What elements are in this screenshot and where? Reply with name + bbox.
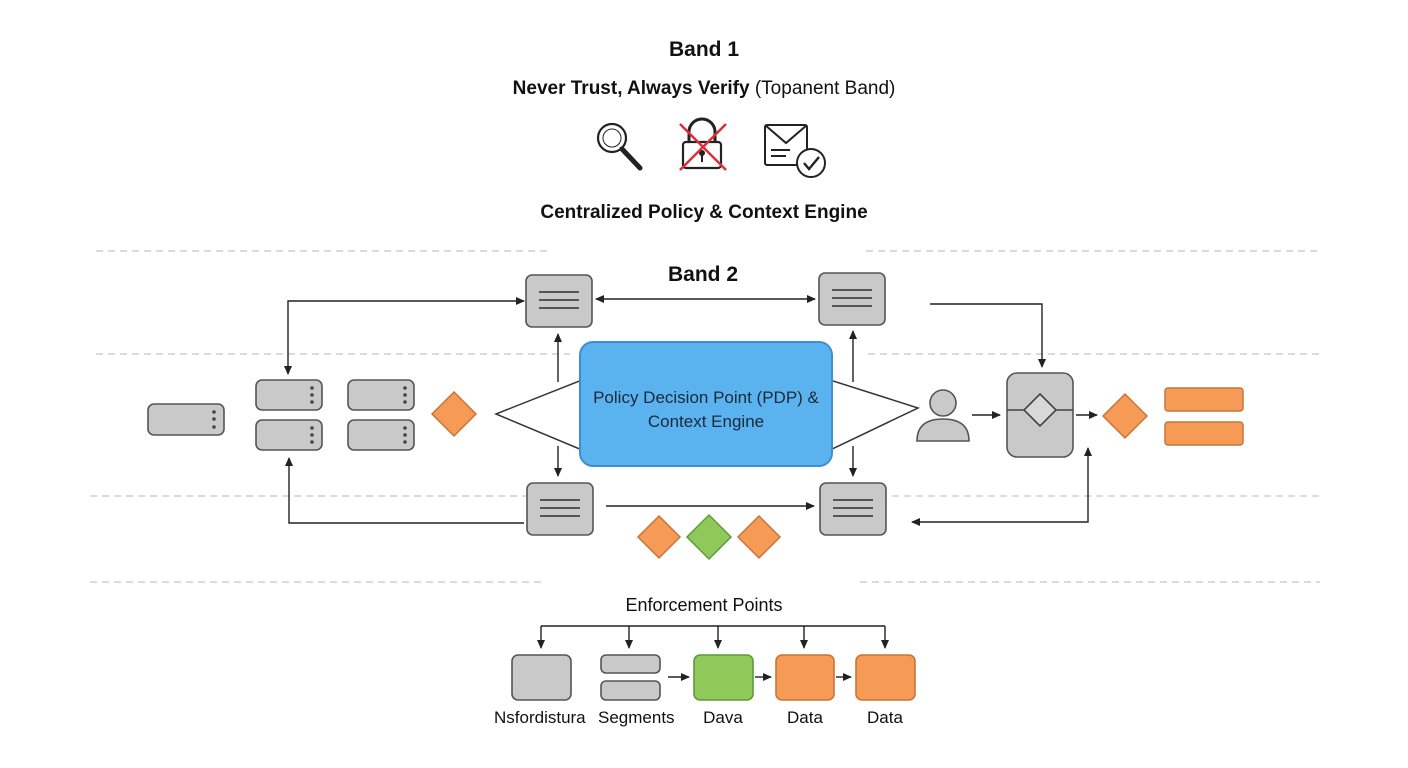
enforcement-point-green[interactable] xyxy=(693,654,754,701)
server-stack-a[interactable] xyxy=(255,379,323,451)
policy-node-top-left[interactable] xyxy=(525,274,593,328)
orange-diamond-left xyxy=(430,390,478,438)
resource-bar-top[interactable] xyxy=(1164,387,1244,412)
engine-heading: Centralized Policy & Context Engine xyxy=(540,202,868,223)
enforcement-label: Data xyxy=(787,708,823,727)
enforcement-label: Data xyxy=(867,708,903,727)
band1-subtitle-rest: (Topanent Band) xyxy=(749,78,896,99)
user-icon[interactable] xyxy=(916,389,970,442)
enforcement-label: Nsfordistura xyxy=(494,708,586,727)
pdp-right-wedge xyxy=(829,378,921,452)
policy-node-bottom-right[interactable] xyxy=(819,482,887,536)
green-diamond-mid xyxy=(685,513,733,561)
connector-bottom-left xyxy=(285,457,524,524)
server-stack-b[interactable] xyxy=(347,379,415,451)
verified-document-icon xyxy=(764,124,826,178)
band2-title: Band 2 xyxy=(667,263,738,286)
enforcement-label: Dava xyxy=(703,708,743,727)
band2-connectors xyxy=(284,295,1098,526)
resource-bar-bottom[interactable] xyxy=(1164,421,1244,446)
magnifier-icon xyxy=(596,122,643,171)
orange-diamond-mid-left xyxy=(636,514,682,560)
orange-diamond-mid-right xyxy=(736,514,782,560)
gateway-node[interactable] xyxy=(1006,372,1074,458)
enforcement-point-orange-1[interactable] xyxy=(775,654,835,701)
enforcement-connectors xyxy=(537,625,889,681)
server-single[interactable] xyxy=(147,403,225,436)
enforcement-title: Enforcement Points xyxy=(625,595,783,615)
band1-title: Band 1 xyxy=(668,38,739,61)
policy-decision-point-box[interactable] xyxy=(579,341,833,467)
connector-bottom-right xyxy=(911,447,1092,526)
policy-node-top-right[interactable] xyxy=(818,272,886,326)
orange-diamond-right xyxy=(1101,392,1149,440)
enforcement-point-segments[interactable] xyxy=(600,654,661,701)
enforcement-point-orange-2[interactable] xyxy=(855,654,916,701)
crossed-lock-icon xyxy=(679,117,727,171)
pdp-label: Policy Decision Point (PDP) & Context En… xyxy=(593,388,819,431)
pdp-left-wedge xyxy=(494,378,583,452)
band1-subtitle: Never Trust, Always Verify (Topanent Ban… xyxy=(454,78,954,100)
connector-top-left xyxy=(284,297,525,375)
enforcement-point-gray[interactable] xyxy=(511,654,572,701)
policy-node-bottom-left[interactable] xyxy=(526,482,594,536)
connector-top-right xyxy=(930,303,1046,368)
enforcement-label: Segments xyxy=(598,708,675,727)
band1-subtitle-strong: Never Trust, Always Verify xyxy=(512,78,750,99)
